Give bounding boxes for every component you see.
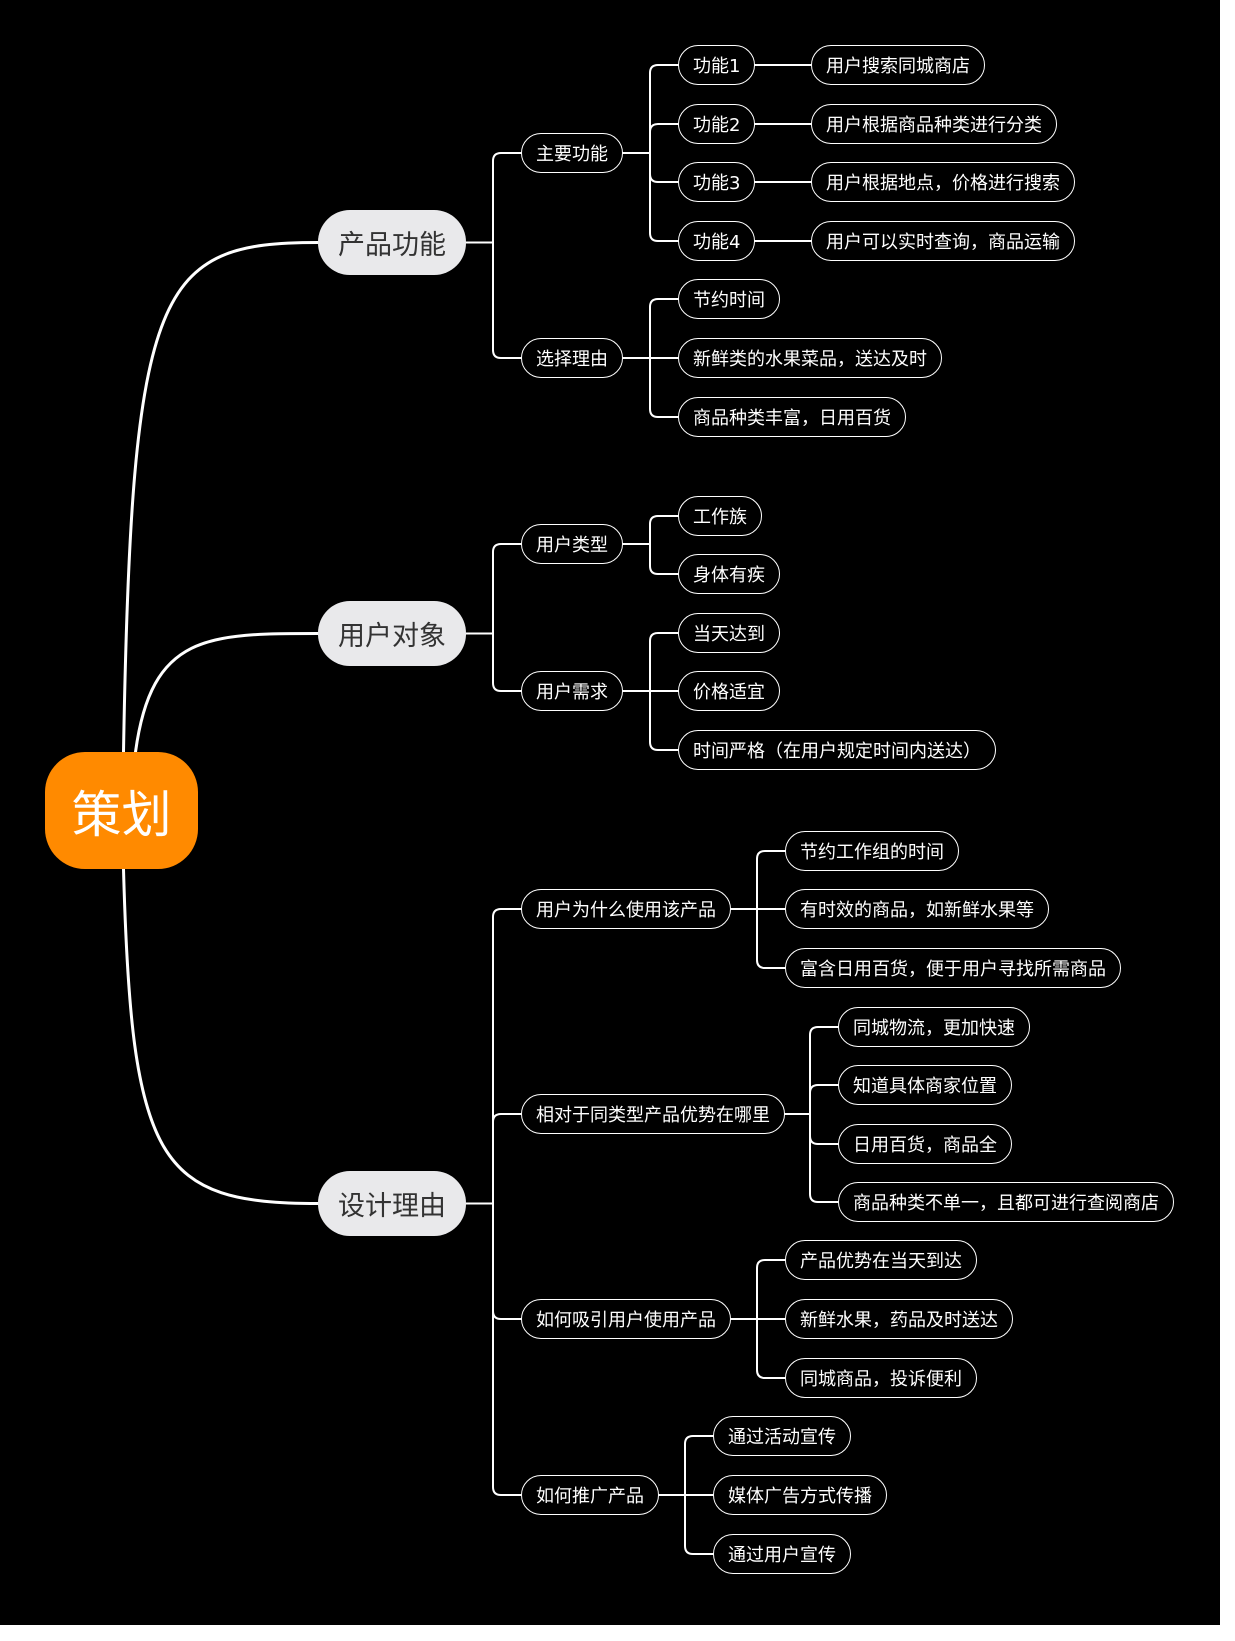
connector-line	[649, 152, 679, 183]
subtopic-fresh-produce[interactable]: 新鲜类的水果菜品，送达及时	[678, 338, 942, 378]
subtopic-media-ads[interactable]: 媒体广告方式传播	[713, 1475, 887, 1515]
connector-line	[492, 632, 522, 692]
subtopic-merchant-location[interactable]: 知道具体商家位置	[838, 1065, 1012, 1105]
subtopic-user-types[interactable]: 用户类型	[521, 524, 623, 564]
connector-line	[649, 123, 679, 154]
subtopic-fresh-medicine[interactable]: 新鲜水果，药品及时送达	[785, 1299, 1013, 1339]
subtopic-rich-goods[interactable]: 商品种类丰富，日用百货	[678, 397, 906, 437]
subtopic-function-3[interactable]: 功能3	[678, 162, 756, 202]
connector-line	[492, 1202, 522, 1496]
subtopic-function-3-detail[interactable]: 用户根据地点，价格进行搜索	[811, 162, 1075, 202]
subtopic-timely-goods[interactable]: 有时效的商品，如新鲜水果等	[785, 889, 1049, 929]
mind-map-canvas: 策划 产品功能 主要功能 功能1 用户搜索同城商店 功能2 用户根据商品种类进行…	[0, 0, 1220, 1625]
subtopic-same-day[interactable]: 当天达到	[678, 613, 780, 653]
subtopic-user-needs[interactable]: 用户需求	[521, 671, 623, 711]
connector-line	[809, 1026, 839, 1115]
connector-line	[649, 298, 679, 359]
connector-line	[492, 241, 522, 359]
subtopic-diverse-categories[interactable]: 商品种类不单一，且都可进行查阅商店	[838, 1182, 1174, 1222]
connector-line	[649, 632, 679, 692]
subtopic-daily-goods[interactable]: 富含日用百货，便于用户寻找所需商品	[785, 948, 1121, 988]
subtopic-function-2-detail[interactable]: 用户根据商品种类进行分类	[811, 104, 1057, 144]
subtopic-promotion[interactable]: 如何推广产品	[521, 1475, 659, 1515]
subtopic-easy-complaints[interactable]: 同城商品，投诉便利	[785, 1358, 977, 1398]
subtopic-same-day-advantage[interactable]: 产品优势在当天到达	[785, 1240, 977, 1280]
subtopic-local-logistics[interactable]: 同城物流，更加快速	[838, 1007, 1030, 1047]
connector-line	[809, 1084, 839, 1115]
connector-line	[756, 850, 786, 910]
connector-line	[684, 1435, 714, 1496]
subtopic-function-4[interactable]: 功能4	[678, 221, 756, 261]
subtopic-function-4-detail[interactable]: 用户可以实时查询，商品运输	[811, 221, 1075, 261]
connector-line	[756, 908, 786, 969]
subtopic-ill-people[interactable]: 身体有疾	[678, 554, 780, 594]
connector-line	[649, 543, 679, 575]
connector-line	[756, 1318, 786, 1379]
subtopic-attract-users[interactable]: 如何吸引用户使用产品	[521, 1299, 731, 1339]
subtopic-advantages[interactable]: 相对于同类型产品优势在哪里	[521, 1094, 785, 1134]
subtopic-event-promotion[interactable]: 通过活动宣传	[713, 1416, 851, 1456]
connector-line	[122, 867, 320, 1205]
connector-line	[122, 241, 320, 754]
subtopic-fair-price[interactable]: 价格适宜	[678, 671, 780, 711]
subtopic-office-workers[interactable]: 工作族	[678, 496, 762, 536]
connector-line	[809, 1113, 839, 1145]
connector-line	[756, 1259, 786, 1320]
main-topic-target-users[interactable]: 用户对象	[318, 601, 466, 666]
subtopic-complete-goods[interactable]: 日用百货，商品全	[838, 1124, 1012, 1164]
connector-line	[134, 632, 320, 754]
connector-line	[492, 908, 522, 1205]
connector-line	[492, 543, 522, 635]
connector-line	[649, 64, 679, 154]
connector-line	[809, 1113, 839, 1203]
connector-line	[649, 690, 679, 751]
subtopic-selection-reasons[interactable]: 选择理由	[521, 338, 623, 378]
main-topic-design-reasons[interactable]: 设计理由	[318, 1171, 466, 1236]
connector-line	[492, 1202, 522, 1320]
subtopic-function-1[interactable]: 功能1	[678, 45, 756, 85]
subtopic-word-of-mouth[interactable]: 通过用户宣传	[713, 1534, 851, 1574]
connector-lines	[122, 64, 839, 1555]
connector-line	[649, 152, 679, 242]
connector-line	[649, 515, 679, 545]
subtopic-function-2[interactable]: 功能2	[678, 104, 756, 144]
root-topic[interactable]: 策划	[45, 752, 198, 869]
subtopic-strict-time[interactable]: 时间严格（在用户规定时间内送达）	[678, 730, 996, 770]
subtopic-why-use[interactable]: 用户为什么使用该产品	[521, 889, 731, 929]
connector-line	[684, 1494, 714, 1555]
subtopic-function-1-detail[interactable]: 用户搜索同城商店	[811, 45, 985, 85]
main-topic-product-features[interactable]: 产品功能	[318, 210, 466, 275]
subtopic-main-functions[interactable]: 主要功能	[521, 133, 623, 173]
connector-line	[492, 1113, 522, 1205]
connector-line	[492, 152, 522, 244]
subtopic-save-work-time[interactable]: 节约工作组的时间	[785, 831, 959, 871]
connector-line	[649, 357, 679, 418]
subtopic-save-time[interactable]: 节约时间	[678, 279, 780, 319]
